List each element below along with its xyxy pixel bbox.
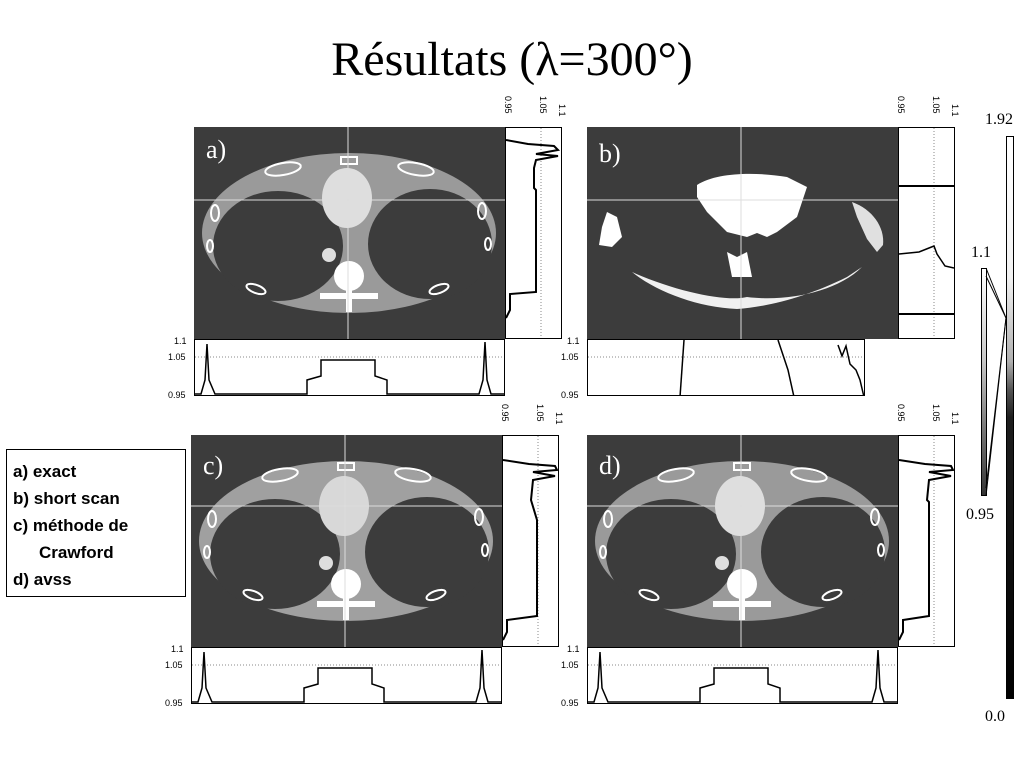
panel-c-side-tick-1: 0.95 (500, 404, 510, 422)
colorbar-zoom-connector (985, 267, 1007, 497)
panel-b-tick-mid: 1.05 (561, 352, 579, 362)
phantom-c (191, 435, 502, 647)
colorbar-zoom (981, 268, 987, 496)
panel-a-side-profile (505, 127, 562, 339)
slide-title: Résultats (λ=300°) (331, 33, 693, 86)
legend-item-a: a) exact (13, 462, 77, 481)
colorbar-max-label: 1.92 (985, 111, 1013, 128)
panel-d-tick-top: 1.1 (567, 644, 580, 654)
panel-c-side-tick-2: 1.05 (535, 404, 545, 422)
panel-b-side-tick-3: 1.1 (950, 104, 960, 117)
panel-a-tick-mid: 1.05 (168, 352, 186, 362)
panel-b-tick-top: 1.1 (567, 336, 580, 346)
colorbar-main (1006, 136, 1014, 699)
panel-d-label: d) (599, 451, 621, 480)
panel-d-image: d) (587, 435, 898, 647)
panel-d-bottom-profile (587, 647, 898, 704)
panel-a-side-tick-1: 0.95 (503, 96, 513, 114)
panel-a-side-tick-3: 1.1 (557, 104, 567, 117)
panel-c-tick-mid: 1.05 (165, 660, 183, 670)
panel-b-image: b) (587, 127, 898, 339)
panel-c-image: c) (191, 435, 502, 647)
panel-b-side-tick-2: 1.05 (931, 96, 941, 114)
panel-c-tick-bottom: 0.95 (165, 698, 183, 708)
colorbar-lower-mid-label: 0.95 (966, 506, 994, 523)
panel-a-image: a) (194, 127, 505, 339)
panel-c-side-profile (502, 435, 559, 647)
legend-item-c-cont: Crawford (39, 543, 114, 562)
panel-d-side-tick-3: 1.1 (950, 412, 960, 425)
legend-item-c: c) méthode de (13, 516, 129, 535)
panel-c-tick-top: 1.1 (171, 644, 184, 654)
panel-b-side-profile (898, 127, 955, 339)
panel-a-label: a) (206, 135, 227, 164)
colorbar-upper-mid-label: 1.1 (971, 244, 991, 261)
panel-a-tick-bottom: 0.95 (168, 390, 186, 400)
phantom-d (587, 435, 898, 647)
panel-a-bottom-profile (194, 339, 505, 396)
legend-item-b: b) short scan (13, 489, 120, 508)
panel-b-side-tick-1: 0.95 (896, 96, 906, 114)
phantom-a (194, 127, 505, 339)
phantom-b (587, 127, 898, 339)
panel-d-tick-mid: 1.05 (561, 660, 579, 670)
panel-a-tick-top: 1.1 (174, 336, 187, 346)
panel-d-side-profile (898, 435, 955, 647)
legend-box: a) exact b) short scan c) méthode de Cra… (6, 449, 186, 597)
panel-d-side-tick-2: 1.05 (931, 404, 941, 422)
panel-c-label: c) (203, 451, 224, 480)
panel-b-bottom-profile (587, 339, 865, 396)
panel-d-tick-bottom: 0.95 (561, 698, 579, 708)
panel-b-tick-bottom: 0.95 (561, 390, 579, 400)
panel-b-label: b) (599, 139, 621, 168)
panel-c-bottom-profile (191, 647, 502, 704)
legend-item-d: d) avss (13, 570, 72, 589)
panel-d-side-tick-1: 0.95 (896, 404, 906, 422)
panel-a-side-tick-2: 1.05 (538, 96, 548, 114)
panel-c-side-tick-3: 1.1 (554, 412, 564, 425)
colorbar-min-label: 0.0 (985, 708, 1005, 725)
